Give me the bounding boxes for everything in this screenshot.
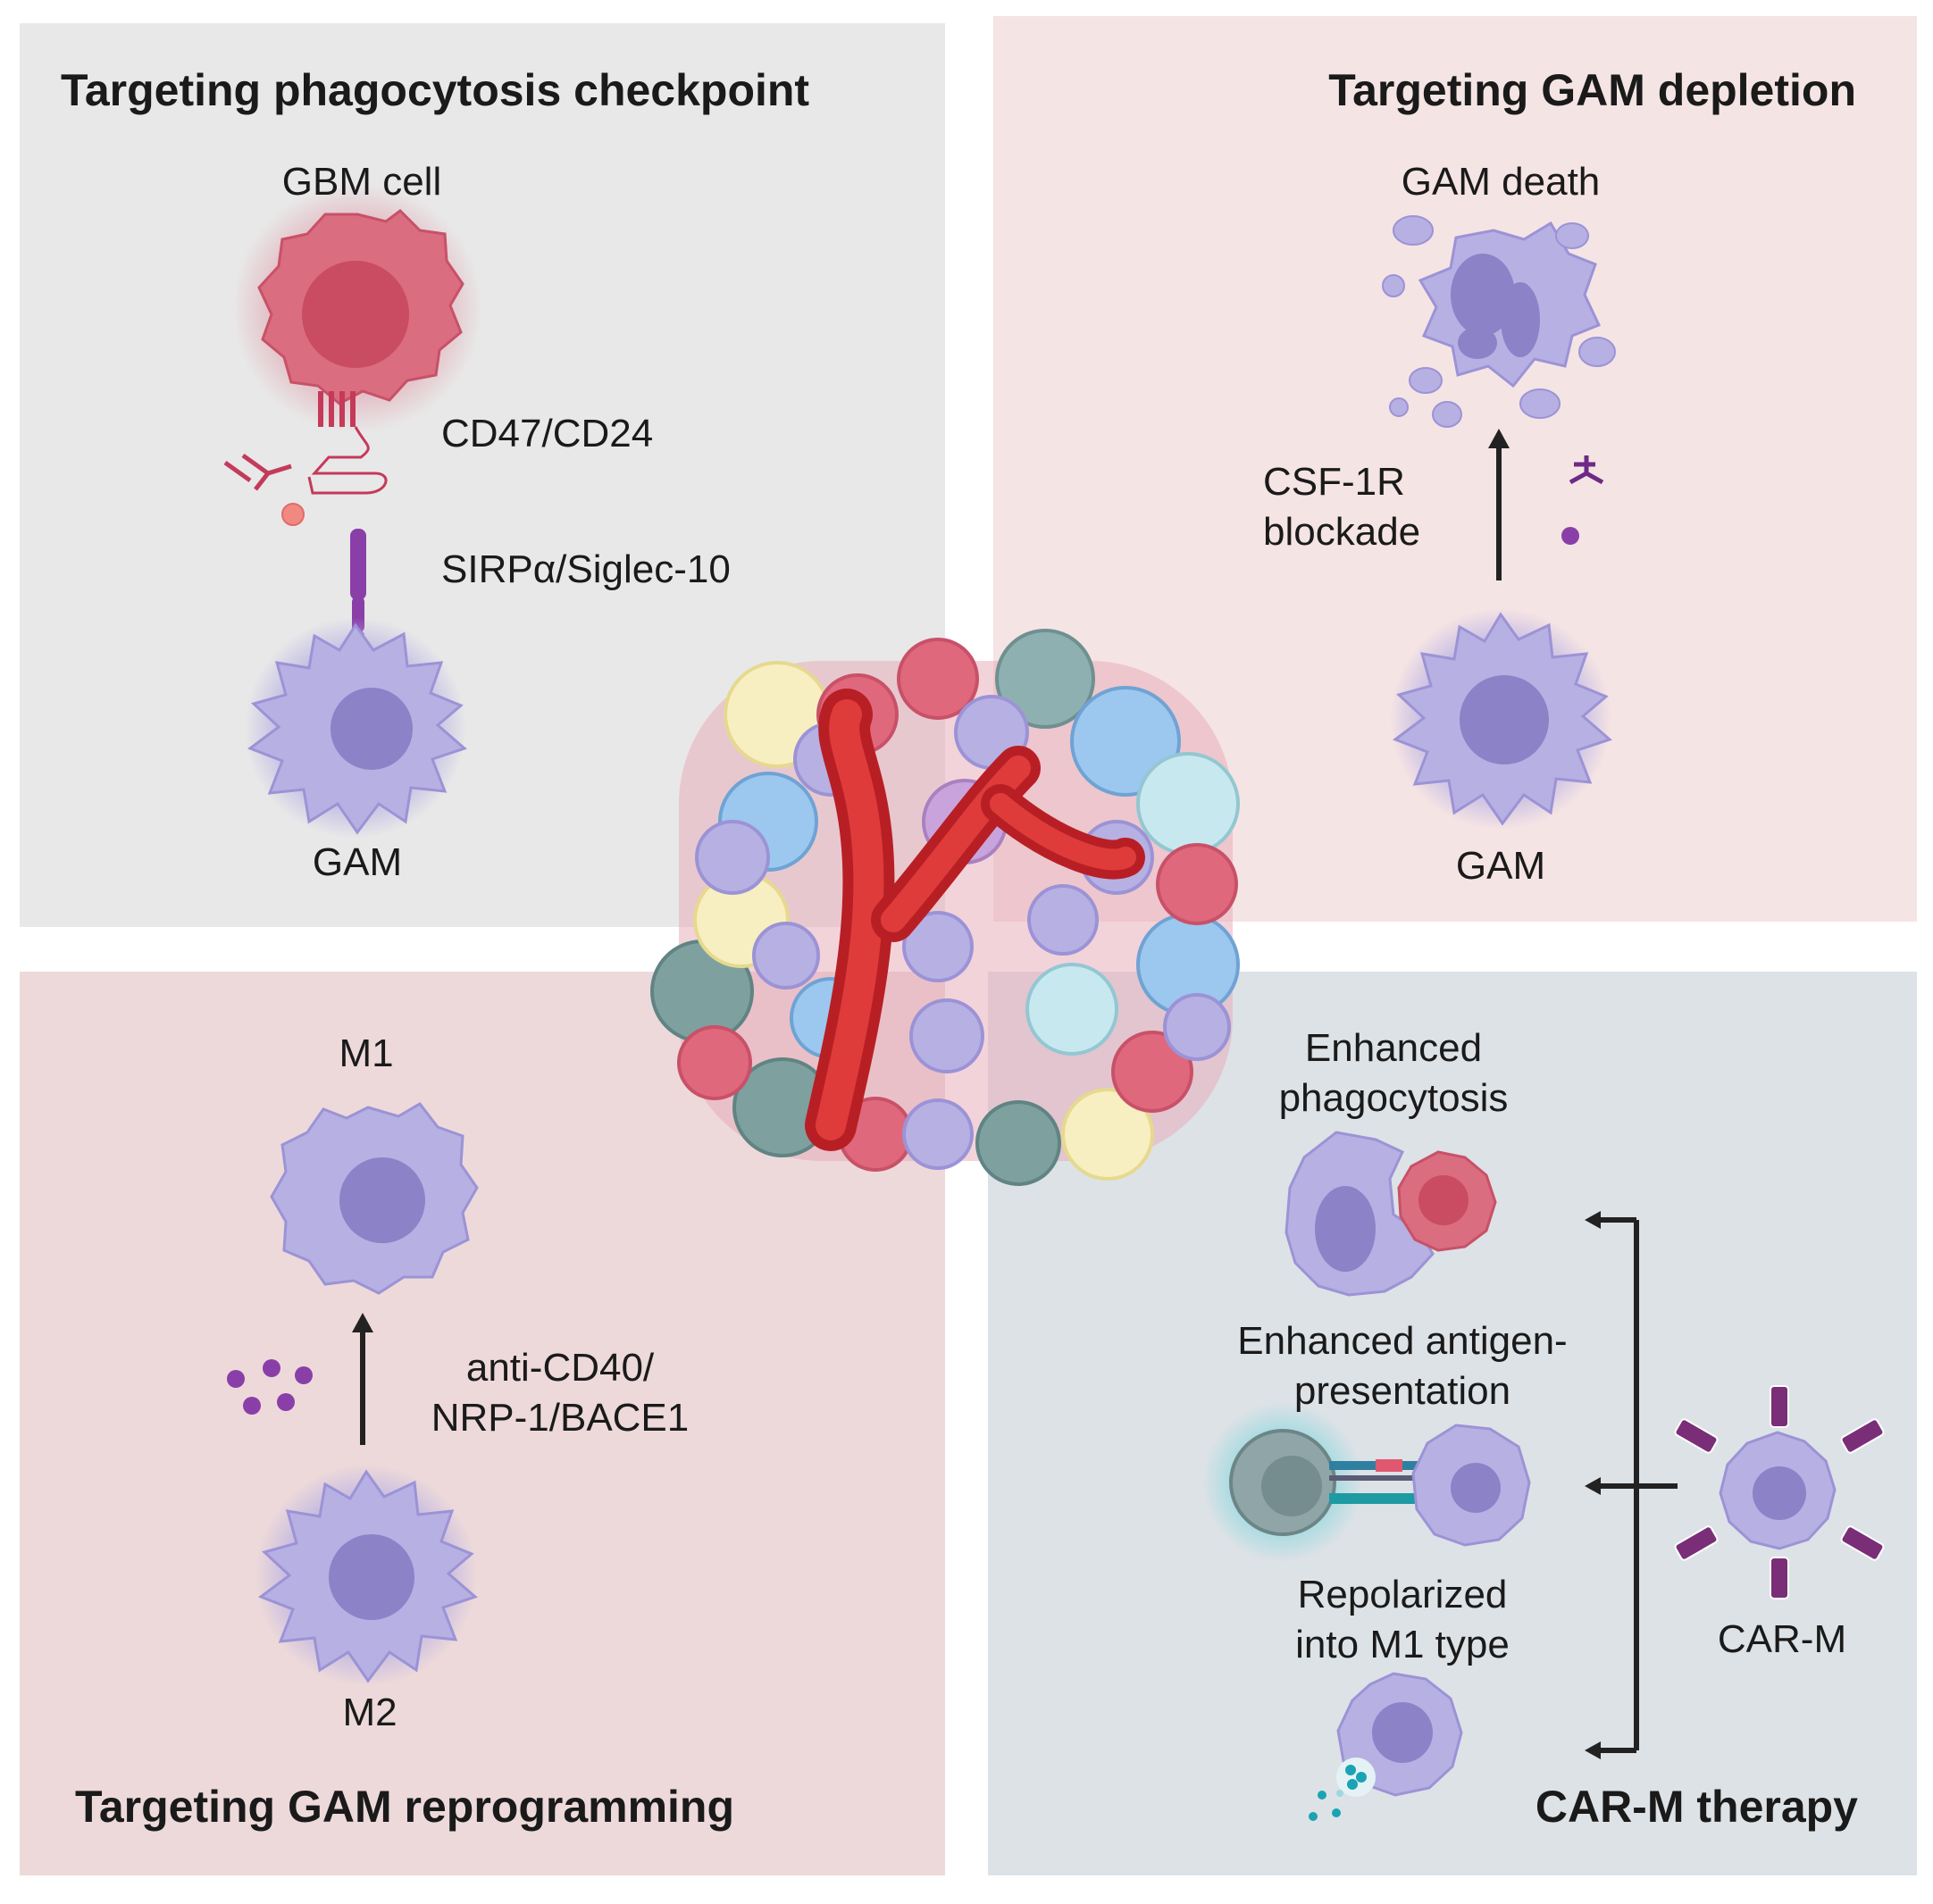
repolarized-macrophage-icon — [1309, 1672, 1463, 1821]
label-car-m: CAR-M — [1717, 1617, 1847, 1661]
title-gam-depletion: Targeting GAM depletion — [1328, 65, 1856, 115]
label-presentation: presentation — [1293, 1369, 1511, 1413]
label-anti-cd40: anti-CD40/ — [465, 1346, 655, 1390]
macrophage-icon — [245, 617, 467, 839]
cd47-ligand-icon — [307, 391, 388, 495]
label-blockade: blockade — [1263, 510, 1421, 554]
title-gam-reprogramming: Targeting GAM reprogramming — [75, 1782, 735, 1832]
label-gam-death: GAM death — [1401, 160, 1601, 204]
presenting-macrophage-icon — [1411, 1424, 1531, 1547]
macrophage-icon — [1390, 608, 1612, 830]
arrow-up-icon — [1488, 429, 1510, 580]
tumor-cell-icon — [232, 183, 482, 433]
arrowheads-icon — [1585, 1211, 1601, 1759]
tumor-microenvironment-icon — [650, 629, 1240, 1186]
label-phagocytosis: phagocytosis — [1278, 1076, 1509, 1120]
arrow-up-icon — [352, 1313, 373, 1445]
label-enhanced-antigen: Enhanced antigen- — [1237, 1319, 1568, 1363]
car-macrophage-icon — [1674, 1385, 1885, 1599]
title-car-m-therapy: CAR-M therapy — [1535, 1782, 1858, 1832]
title-phagocytosis-checkpoint: Targeting phagocytosis checkpoint — [61, 65, 810, 115]
label-m1: M1 — [339, 1031, 394, 1075]
label-sirpa-siglec10: SIRPα/Siglec-10 — [441, 547, 731, 591]
label-repolarized: Repolarized — [1297, 1573, 1508, 1616]
dying-macrophage-icon — [1382, 215, 1616, 428]
label-gam-depletion-gam: GAM — [1455, 844, 1546, 888]
antibody-icon — [223, 453, 292, 491]
label-enhanced: Enhanced — [1304, 1026, 1483, 1070]
antibody-icon — [1569, 455, 1604, 485]
label-csf1r: CSF-1R — [1263, 460, 1405, 504]
phagocytosing-macrophage-icon — [1284, 1131, 1497, 1297]
small-molecule-icon — [281, 503, 305, 526]
label-gbm-cell: GBM cell — [281, 160, 442, 204]
label-gam: GAM — [312, 840, 403, 884]
label-into-m1-type: into M1 type — [1295, 1623, 1510, 1666]
label-m2: M2 — [342, 1691, 397, 1734]
molecules-icon — [227, 1359, 313, 1415]
label-cd47-cd24: CD47/CD24 — [441, 412, 654, 455]
t-cell-icon — [1202, 1402, 1363, 1563]
label-nrp1-bace1: NRP-1/BACE1 — [431, 1396, 690, 1440]
bracket-arrows-icon — [1599, 1217, 1678, 1753]
m1-macrophage-icon — [270, 1102, 479, 1295]
m2-macrophage-icon — [255, 1465, 478, 1686]
small-molecule-icon — [1561, 527, 1579, 545]
